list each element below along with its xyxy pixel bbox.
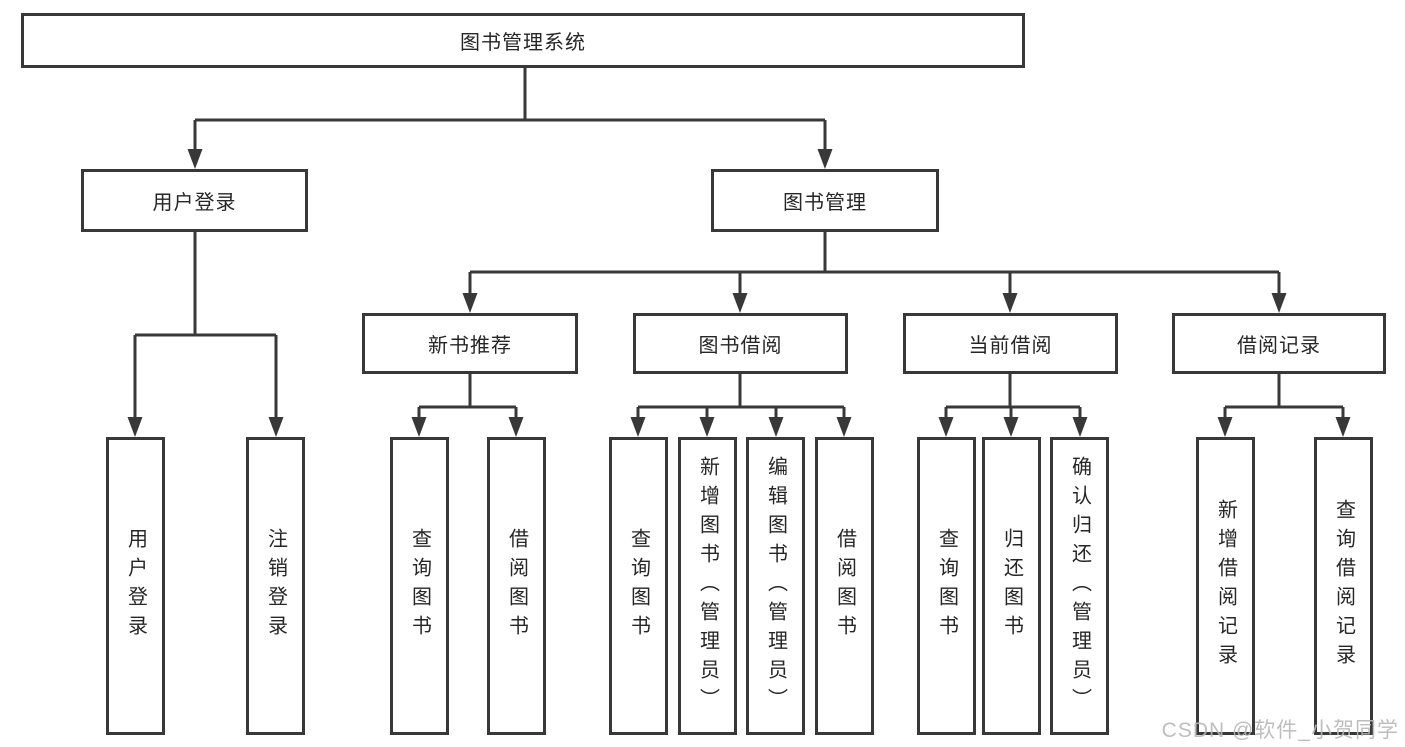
leaf-label: 编辑图书（管理员） (764, 455, 787, 717)
node-label: 新书推荐 (428, 335, 512, 357)
node-borrow-records: 借阅记录 (1172, 313, 1386, 374)
leaf-label: 确认归还（管理员） (1068, 455, 1091, 717)
node-library-management-system: 图书管理系统 (21, 13, 1025, 68)
leaf-label: 查询图书 (627, 528, 650, 644)
arrowheads (127, 149, 1351, 437)
node-label: 图书管理 (783, 192, 867, 214)
leaf-confirm-return-admin: 确认归还（管理员） (1050, 437, 1109, 735)
node-current-borrow: 当前借阅 (903, 313, 1118, 374)
leaf-query-borrow-record: 查询借阅记录 (1314, 437, 1373, 735)
leaf-label: 新增借阅记录 (1214, 499, 1237, 673)
leaf-add-books-admin: 新增图书（管理员） (678, 437, 737, 735)
leaf-add-borrow-record: 新增借阅记录 (1196, 437, 1255, 735)
node-label: 图书管理系统 (460, 32, 586, 54)
leaf-borrow-books-recommend: 借阅图书 (487, 437, 546, 735)
leaf-label: 查询图书 (935, 528, 958, 644)
node-book-management: 图书管理 (711, 169, 939, 232)
connector-strokes (133, 68, 1345, 418)
leaf-label: 新增图书（管理员） (696, 455, 719, 717)
leaf-label: 注销登录 (264, 528, 287, 644)
leaf-label: 借阅图书 (833, 528, 856, 644)
node-label: 借阅记录 (1237, 335, 1321, 357)
node-label: 当前借阅 (968, 335, 1053, 357)
leaf-label: 用户登录 (124, 528, 147, 644)
leaf-label: 归还图书 (1000, 528, 1023, 644)
leaf-user-login: 用户登录 (106, 437, 165, 735)
csdn-watermark: CSDN @软件_小贺同学 (1161, 719, 1399, 742)
node-label: 用户登录 (152, 192, 237, 214)
node-user-login: 用户登录 (81, 169, 308, 232)
node-book-borrow: 图书借阅 (633, 313, 848, 374)
leaf-query-books-recommend: 查询图书 (390, 437, 449, 735)
node-new-book-recommend: 新书推荐 (362, 313, 578, 374)
leaf-query-books-current: 查询图书 (917, 437, 976, 735)
node-label: 图书借阅 (698, 335, 783, 357)
leaf-logout: 注销登录 (246, 437, 305, 735)
leaf-label: 查询借阅记录 (1332, 499, 1355, 673)
leaf-return-books: 归还图书 (982, 437, 1041, 735)
leaf-edit-books-admin: 编辑图书（管理员） (746, 437, 805, 735)
leaf-label: 借阅图书 (505, 528, 528, 644)
leaf-borrow-books: 借阅图书 (815, 437, 874, 735)
leaf-label: 查询图书 (408, 528, 431, 644)
leaf-query-books-borrow: 查询图书 (609, 437, 668, 735)
